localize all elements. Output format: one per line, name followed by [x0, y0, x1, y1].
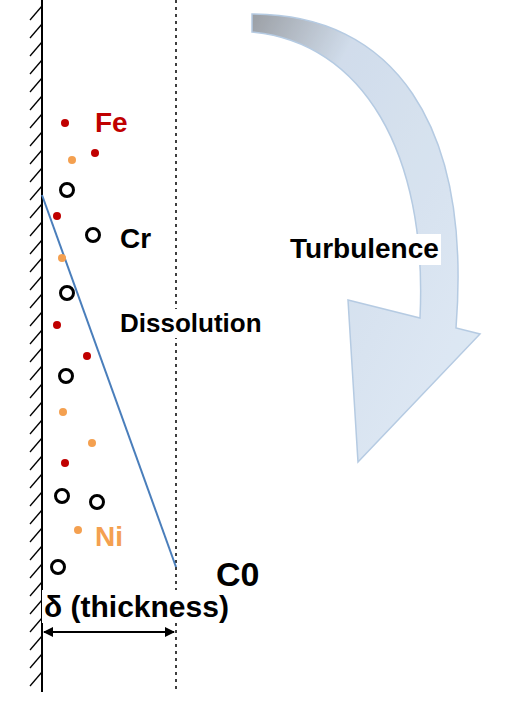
hatch-stroke [30, 294, 42, 308]
hatch-stroke [30, 672, 42, 686]
ni-ion [68, 156, 76, 164]
hatch-stroke [30, 222, 42, 236]
cr-ion [56, 490, 69, 503]
hatch-stroke [30, 204, 42, 218]
dimension-label: δ (thickness) [42, 590, 231, 623]
hatch-stroke [30, 132, 42, 146]
hatch-stroke [30, 564, 42, 578]
wall-hatching [30, 6, 42, 686]
ni-ion [74, 526, 82, 534]
fe-ion [53, 321, 61, 329]
element-label: Fe [93, 108, 130, 139]
ni-ion [59, 408, 67, 416]
hatch-stroke [30, 456, 42, 470]
hatch-stroke [30, 312, 42, 326]
hatch-stroke [30, 510, 42, 524]
hatch-stroke [30, 186, 42, 200]
cr-ion [61, 184, 74, 197]
hatch-stroke [30, 618, 42, 632]
fe-ion [91, 149, 99, 157]
boundary-layer-edge [175, 0, 177, 692]
hatch-stroke [30, 330, 42, 344]
cr-ion [61, 287, 74, 300]
hatch-stroke [30, 150, 42, 164]
hatch-stroke [30, 474, 42, 488]
hatch-stroke [30, 96, 42, 110]
cr-ion [91, 496, 104, 509]
hatch-stroke [30, 528, 42, 542]
hatch-stroke [30, 366, 42, 380]
ni-ion [88, 439, 96, 447]
hatch-stroke [30, 276, 42, 290]
hatch-stroke [30, 438, 42, 452]
element-label: Ni [93, 522, 125, 553]
hatch-stroke [30, 654, 42, 668]
hatch-stroke [30, 348, 42, 362]
hatch-stroke [30, 24, 42, 38]
hatch-stroke [30, 546, 42, 560]
concentration-label: C0 [214, 556, 261, 593]
hatch-stroke [30, 168, 42, 182]
process-label: Dissolution [118, 309, 264, 338]
turbulence-arrow [252, 14, 480, 462]
fe-ion [53, 212, 61, 220]
hatch-stroke [30, 492, 42, 506]
hatch-stroke [30, 78, 42, 92]
thickness-dimension [44, 631, 174, 633]
hatch-stroke [30, 384, 42, 398]
hatch-stroke [30, 240, 42, 254]
wall-line [41, 0, 43, 692]
fe-ion [83, 352, 91, 360]
concentration-profile [42, 195, 176, 567]
hatch-stroke [30, 636, 42, 650]
hatch-stroke [30, 402, 42, 416]
fe-ion [61, 119, 69, 127]
hatch-stroke [30, 258, 42, 272]
cr-ion [60, 370, 73, 383]
hatch-stroke [30, 582, 42, 596]
hatch-stroke [30, 60, 42, 74]
element-label: Cr [118, 224, 153, 255]
ni-ion [58, 254, 66, 262]
hatch-stroke [30, 600, 42, 614]
cr-ion [87, 229, 100, 242]
process-label: Turbulence [288, 234, 441, 265]
hatch-stroke [30, 420, 42, 434]
hatch-stroke [30, 114, 42, 128]
fe-ion [61, 459, 69, 467]
hatch-stroke [30, 42, 42, 56]
cr-ion [52, 561, 65, 574]
hatch-stroke [30, 6, 42, 20]
